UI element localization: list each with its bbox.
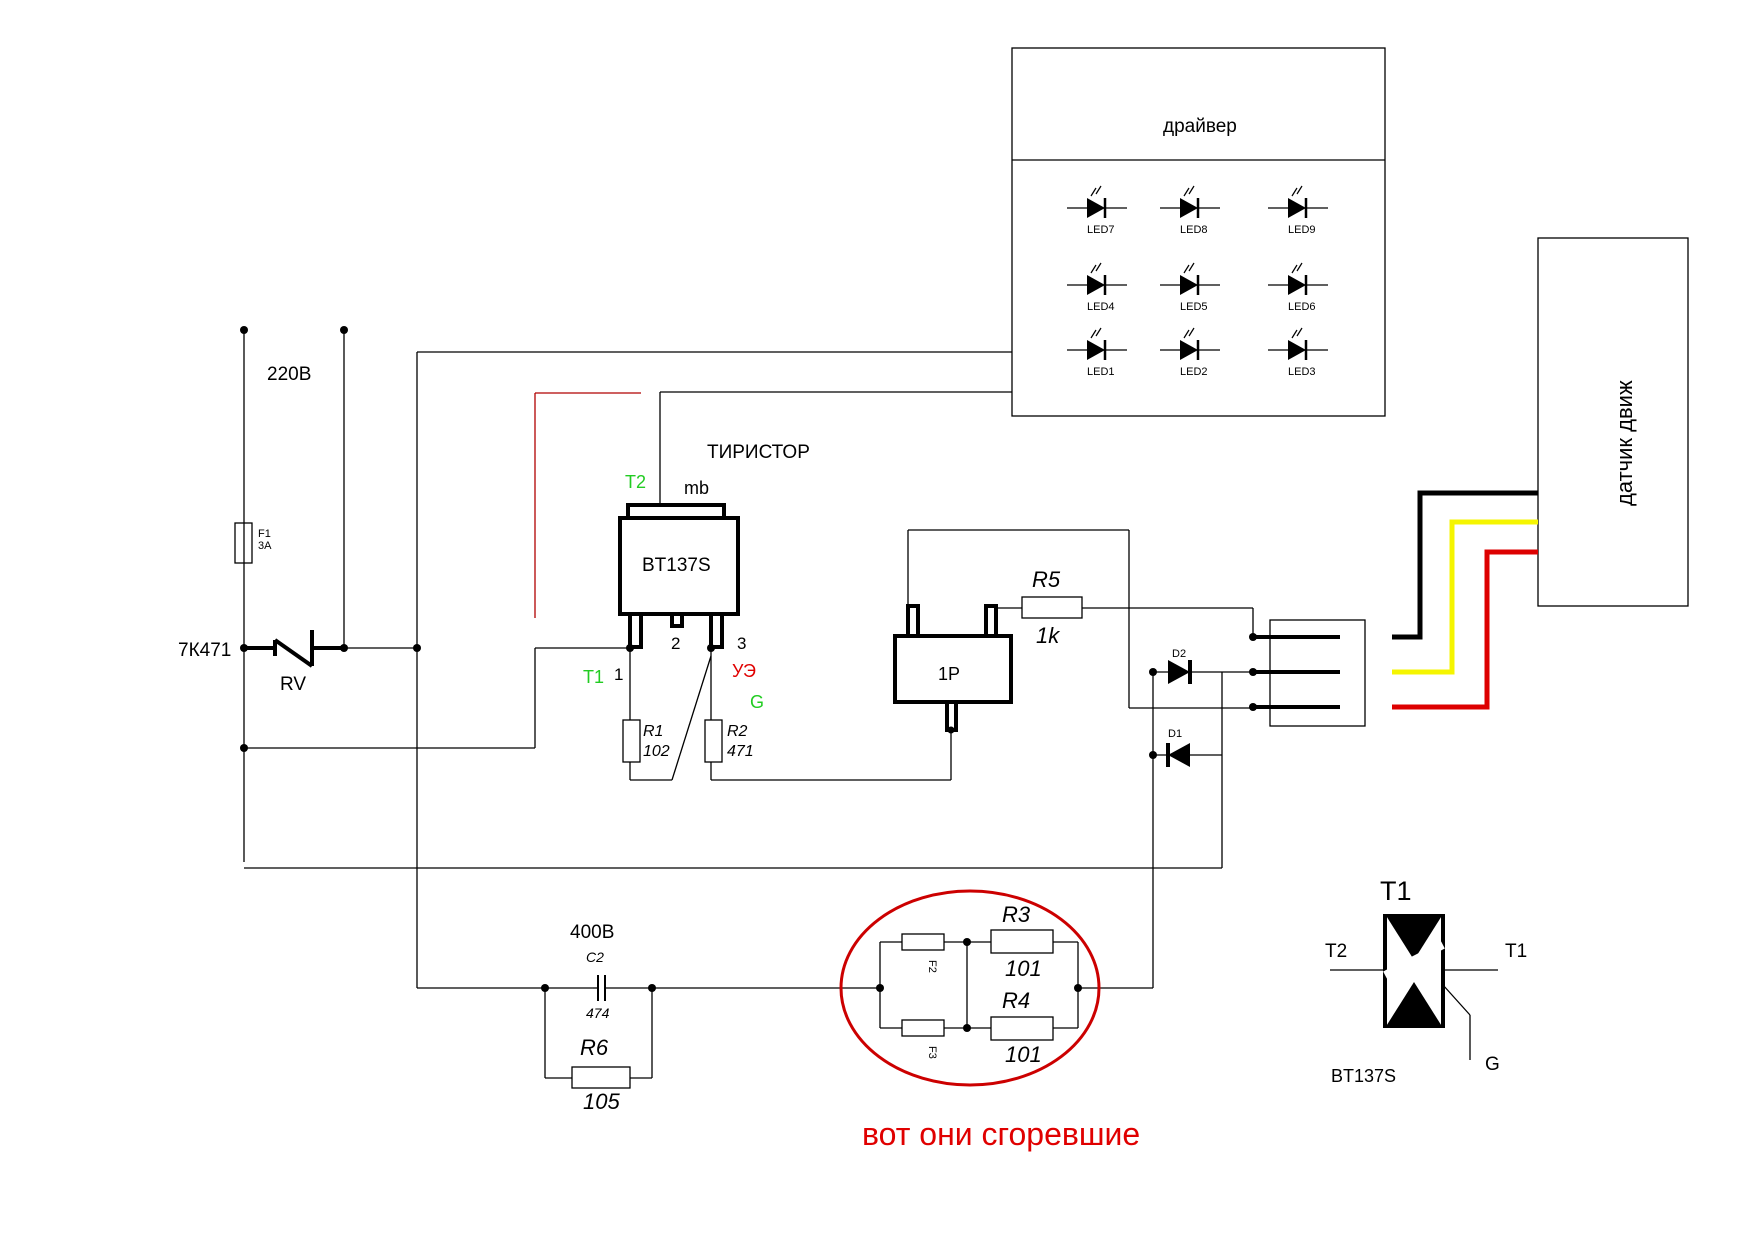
led-label: LED3 [1288, 366, 1316, 378]
svg-text:101: 101 [1005, 956, 1042, 981]
led-led5: LED5 [1160, 262, 1220, 313]
svg-text:R6: R6 [580, 1035, 609, 1060]
triac: ТИРИСТОР mb T2 BT137S 1 2 3 T1 УЭ G R1 1… [240, 391, 1012, 781]
svg-text:3: 3 [737, 634, 746, 653]
svg-text:D1: D1 [1168, 728, 1182, 740]
svg-text:BT137S: BT137S [1331, 1066, 1396, 1086]
sensor-wire-yellow [1392, 519, 1538, 675]
driver-label: драйвер [1163, 116, 1237, 137]
svg-text:T1: T1 [1505, 941, 1527, 962]
pin-g-label: G [750, 692, 764, 712]
burned-note: вот они сгоревшие [862, 1116, 1140, 1152]
triac-title: ТИРИСТОР [707, 442, 810, 463]
led-led8: LED8 [1160, 185, 1220, 236]
svg-text:R1: R1 [643, 723, 663, 740]
led-label: LED6 [1288, 301, 1316, 313]
led-led4: LED4 [1067, 262, 1127, 313]
resistor-r6: R6 105 [544, 988, 653, 1114]
led-label: LED9 [1288, 224, 1316, 236]
led-label: LED4 [1087, 301, 1115, 313]
triac-part: BT137S [642, 555, 711, 576]
led-led7: LED7 [1067, 185, 1127, 236]
svg-text:F1: F1 [258, 528, 271, 540]
svg-text:474: 474 [586, 1005, 610, 1021]
svg-text:T1: T1 [1380, 876, 1412, 906]
triac-mb: mb [684, 478, 709, 498]
svg-text:102: 102 [643, 743, 670, 760]
connector [1129, 608, 1366, 727]
svg-text:3А: 3А [258, 540, 272, 552]
led-led1: LED1 [1067, 327, 1127, 378]
varistor-ref: RV [280, 674, 306, 695]
svg-text:G: G [1485, 1054, 1500, 1075]
resistor-r1: R1 102 [622, 719, 672, 781]
capacitor-c2: 400В C2 474 [417, 922, 870, 1021]
pin-ue-label: УЭ [732, 661, 756, 681]
svg-text:2: 2 [671, 634, 680, 653]
sensor-label: датчик движ [1612, 380, 1637, 506]
led-label: LED5 [1180, 301, 1208, 313]
pin-t1-label: T1 [583, 667, 604, 687]
led-label: LED1 [1087, 366, 1115, 378]
svg-text:R2: R2 [727, 723, 748, 740]
c2-voltage: 400В [570, 922, 614, 943]
diode-d2: D2 [1149, 648, 1253, 988]
fuse-f1: F1 3А [234, 522, 272, 564]
resistor-r2: R2 471 [704, 719, 951, 781]
svg-text:D2: D2 [1172, 648, 1186, 660]
mains-section: 220В F1 3А 7К471 RV [178, 326, 417, 862]
svg-text:R3: R3 [1002, 902, 1031, 927]
varistor-code: 7К471 [178, 640, 231, 661]
svg-text:105: 105 [583, 1089, 620, 1114]
svg-text:1: 1 [614, 665, 623, 684]
chip-1p-label: 1P [938, 664, 960, 684]
svg-text:C2: C2 [586, 949, 604, 965]
led-led9: LED9 [1268, 185, 1328, 236]
svg-text:F2: F2 [926, 960, 938, 973]
led-led3: LED3 [1268, 327, 1328, 378]
led-label: LED2 [1180, 366, 1208, 378]
svg-text:R4: R4 [1002, 988, 1030, 1013]
svg-text:T2: T2 [1325, 941, 1347, 962]
pin-t2-label: T2 [625, 472, 646, 492]
svg-text:1k: 1k [1036, 623, 1060, 648]
triac-symbol: T1 T2 T1 G BT137S [1325, 876, 1527, 1086]
svg-text:471: 471 [727, 743, 754, 760]
diode-d1: D1 [1149, 672, 1223, 868]
chip-1p: 1P R5 1k [893, 529, 1253, 780]
mains-voltage-label: 220В [267, 364, 311, 385]
burned-highlight-circle [839, 889, 1101, 1087]
svg-text:F3: F3 [926, 1046, 938, 1059]
burned-network: F2 F3 R3 101 R4 101 вот они сгоревшие [839, 889, 1153, 1152]
svg-text:101: 101 [1005, 1042, 1042, 1067]
led-label: LED7 [1087, 224, 1115, 236]
led-led2: LED2 [1160, 327, 1220, 378]
sensor-wire-red [1392, 549, 1538, 710]
varistor-rv: 7К471 RV [178, 630, 344, 695]
led-label: LED8 [1180, 224, 1208, 236]
sensor-wire-black [1392, 490, 1538, 640]
led-led6: LED6 [1268, 262, 1328, 313]
svg-text:R5: R5 [1032, 567, 1061, 592]
resistor-r5: R5 1k [1021, 567, 1083, 648]
motion-sensor: датчик движ [1392, 237, 1689, 710]
